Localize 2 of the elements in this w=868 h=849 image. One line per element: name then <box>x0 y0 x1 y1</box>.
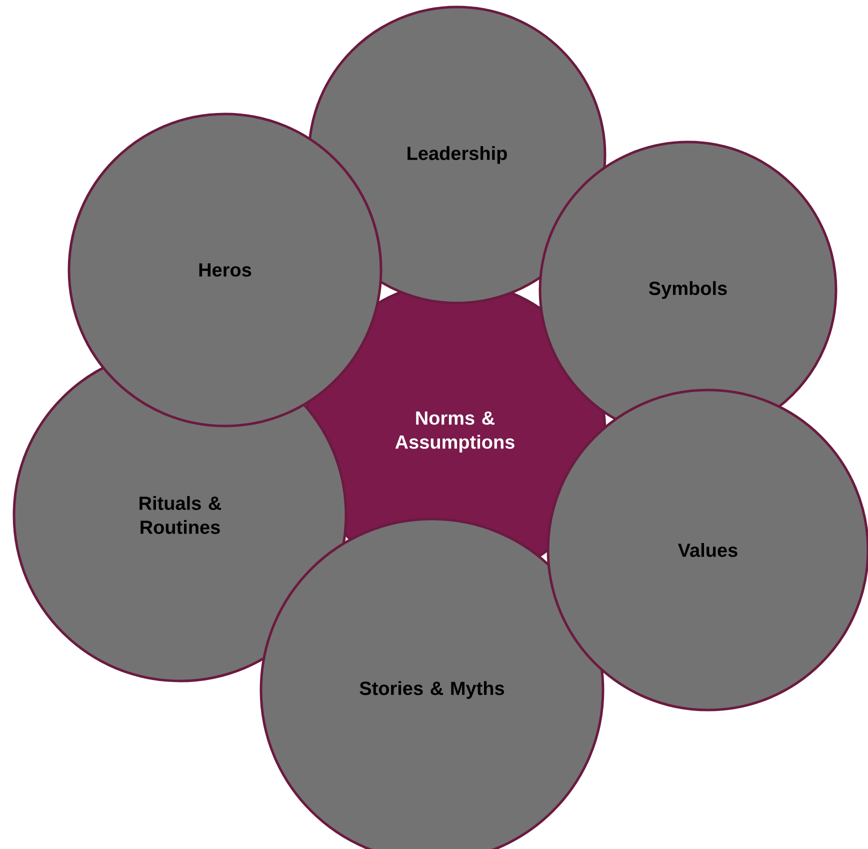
node-label: Values <box>678 543 738 557</box>
node-label: Symbols <box>648 281 727 299</box>
